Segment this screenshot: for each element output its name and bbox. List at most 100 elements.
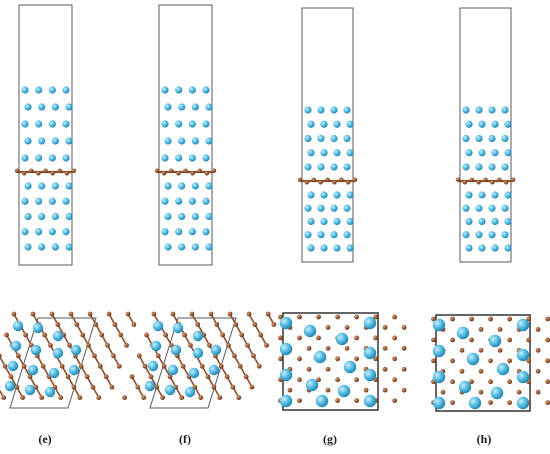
carbon-atom <box>278 314 283 320</box>
carbon-atom <box>306 345 312 351</box>
carbon-atom <box>450 379 455 385</box>
metal-atom <box>317 231 325 239</box>
metal-atom <box>205 182 213 190</box>
metal-atom <box>178 103 186 111</box>
carbon-atom <box>144 332 149 338</box>
panel-label-e: (e) <box>38 432 52 446</box>
metal-atom <box>62 197 70 205</box>
carbon-atom <box>469 337 474 343</box>
unit-cell-frame <box>158 4 213 266</box>
metal-atom <box>343 106 351 114</box>
metal-atom <box>307 149 315 157</box>
carbon-atom <box>469 379 474 385</box>
carbon-atom <box>218 363 224 369</box>
metal-atom <box>490 386 504 400</box>
carbon-atom <box>316 377 321 383</box>
metal-atom <box>35 120 43 128</box>
metal-atom <box>164 243 172 251</box>
carbon-atom <box>151 311 157 317</box>
carbon-atom <box>401 325 407 330</box>
carbon-atom <box>57 168 62 173</box>
carbon-atom <box>197 168 202 173</box>
carbon-atom <box>233 322 239 327</box>
metal-atom <box>279 316 293 330</box>
metal-atom <box>320 191 328 199</box>
carbon-atom <box>345 180 351 185</box>
carbon-atom <box>246 311 252 317</box>
metal-atom <box>38 212 46 221</box>
carbon-atom <box>450 316 455 322</box>
carbon-atom <box>258 332 264 338</box>
carbon-atom <box>545 316 550 322</box>
metal-atom <box>70 344 82 356</box>
carbon-atom <box>352 177 358 182</box>
carbon-atom <box>450 358 455 364</box>
carbon-atom <box>545 379 550 385</box>
carbon-atom <box>278 356 283 362</box>
carbon-atom <box>297 335 302 341</box>
metal-atom <box>330 134 338 143</box>
metal-atom <box>30 344 42 356</box>
metal-atom <box>178 243 186 251</box>
carbon-atom <box>265 311 271 317</box>
metal-atom <box>333 191 341 199</box>
carbon-atom <box>68 311 74 317</box>
carbon-atom <box>199 363 205 369</box>
carbon-atom <box>476 180 481 185</box>
carbon-atom <box>230 384 236 390</box>
carbon-atom <box>354 377 360 383</box>
carbon-atom <box>20 395 26 400</box>
metal-atom <box>465 217 473 226</box>
carbon-atom <box>48 342 53 348</box>
carbon-atom <box>535 389 541 395</box>
carbon-atom <box>220 332 226 338</box>
carbon-atom <box>21 171 27 176</box>
carbon-atom <box>204 171 210 176</box>
metal-atom <box>65 137 73 145</box>
carbon-atom <box>198 395 204 400</box>
metal-atom <box>202 120 210 128</box>
carbon-atom <box>335 314 340 320</box>
metal-atom <box>488 334 502 348</box>
metal-atom <box>205 212 213 221</box>
metal-atom <box>363 368 377 382</box>
carbon-atom <box>354 335 360 341</box>
carbon-atom <box>195 322 201 327</box>
carbon-atom <box>516 389 522 395</box>
carbon-atom <box>431 358 436 364</box>
metal-atom <box>68 364 80 376</box>
carbon-atom <box>11 311 17 317</box>
metal-atom <box>62 154 70 162</box>
carbon-atom <box>325 345 331 351</box>
metal-atom <box>466 352 480 366</box>
carbon-atom <box>50 171 55 176</box>
metal-atom <box>501 231 509 239</box>
carbon-atom <box>526 358 532 364</box>
metal-atom <box>161 197 169 205</box>
metal-atom <box>279 394 293 408</box>
metal-atom <box>504 244 512 252</box>
carbon-atom <box>39 395 45 400</box>
metal-atom <box>304 134 312 143</box>
metal-atom <box>432 318 446 332</box>
carbon-atom <box>325 387 331 393</box>
carbon-atom <box>239 332 245 338</box>
carbon-atom <box>183 168 188 173</box>
metal-atom <box>175 86 183 94</box>
carbon-atom <box>227 311 233 317</box>
carbon-atom <box>42 332 48 338</box>
carbon-atom <box>105 342 110 348</box>
metal-atom <box>432 344 446 358</box>
metal-atom <box>51 182 59 190</box>
metal-atom <box>202 154 210 162</box>
metal-atom <box>150 340 162 352</box>
carbon-atom <box>497 327 503 332</box>
metal-atom <box>52 347 64 359</box>
carbon-atom <box>373 314 379 320</box>
metal-atom <box>504 149 512 157</box>
metal-atom <box>333 217 341 226</box>
carbon-atom <box>392 356 398 362</box>
carbon-atom <box>354 356 360 362</box>
metal-atom <box>504 217 512 226</box>
carbon-atom <box>459 347 465 353</box>
